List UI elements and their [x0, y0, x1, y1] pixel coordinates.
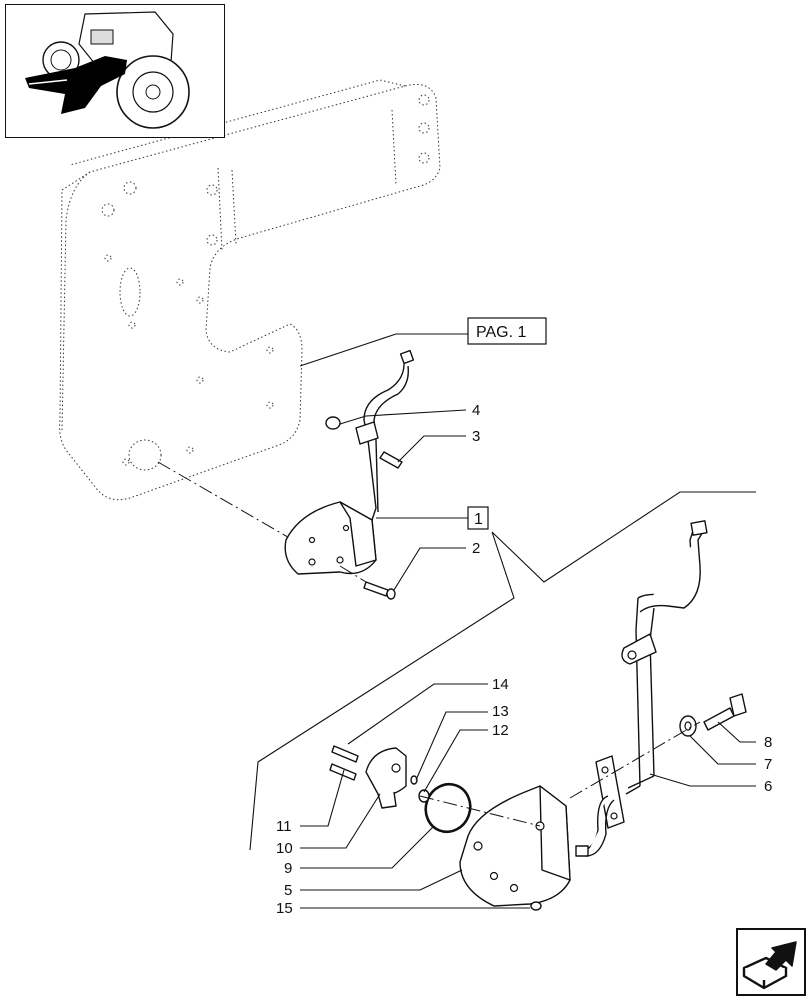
- drain-plug: [530, 901, 542, 911]
- callout-2: 2: [472, 540, 480, 557]
- leader-14: [347, 683, 488, 745]
- leader-12: [423, 729, 488, 793]
- callout-11: 11: [276, 818, 292, 835]
- callout-6: 6: [764, 778, 772, 795]
- leader-8: [717, 721, 756, 743]
- callout-4: 4: [472, 402, 480, 419]
- leader-9: [300, 825, 435, 869]
- callout-15: 15: [276, 900, 293, 917]
- leader-7: [689, 735, 756, 765]
- next-page-arrow-icon: [736, 928, 806, 996]
- leader-5: [300, 869, 463, 891]
- leader-11: [300, 769, 345, 827]
- leader-6: [649, 773, 756, 787]
- callout-12: 12: [492, 722, 509, 739]
- lower-washer: [679, 715, 697, 737]
- callout-14: 14: [492, 676, 509, 693]
- callout-5: 5: [284, 882, 292, 899]
- axis-line-screw: [339, 565, 367, 583]
- leader-10: [300, 793, 381, 849]
- frame-leader-line: [299, 333, 468, 367]
- next-page-button[interactable]: [736, 928, 806, 996]
- callout-3: 3: [472, 428, 480, 445]
- group-ref-box[interactable]: 1: [467, 506, 489, 530]
- upper-bolt: [379, 451, 403, 469]
- small-seal: [410, 775, 430, 803]
- tractor-locator-icon: [5, 4, 225, 138]
- leader-13: [415, 711, 488, 781]
- leader-4: [339, 409, 467, 425]
- upper-filter-block: [284, 501, 377, 575]
- lower-pipe: [621, 520, 708, 795]
- leader-2: [393, 547, 466, 591]
- axis-line-upper: [157, 461, 301, 545]
- callout-13: 13: [492, 703, 509, 720]
- lower-flange: [575, 755, 625, 857]
- callout-8: 8: [764, 734, 772, 751]
- page-ref-label: PAG. 1: [476, 324, 526, 341]
- tractor-locator-thumbnail[interactable]: [5, 4, 225, 138]
- lower-bolt: [703, 693, 747, 731]
- detail-expansion-lines: [249, 491, 756, 851]
- callout-10: 10: [276, 840, 293, 857]
- callout-9: 9: [284, 860, 292, 877]
- axis-line-lower: [419, 721, 701, 827]
- page-ref-box[interactable]: PAG. 1: [467, 317, 547, 345]
- group-ref-label: 1: [474, 511, 483, 528]
- fitting-screws: [329, 745, 359, 781]
- upper-screw: [363, 581, 396, 600]
- upper-nut: [325, 416, 341, 430]
- upper-pipe: [355, 349, 415, 521]
- lower-filter-block: [459, 785, 571, 907]
- callout-7: 7: [764, 756, 772, 773]
- adapter-fitting: [365, 747, 407, 809]
- leader-3: [397, 435, 466, 463]
